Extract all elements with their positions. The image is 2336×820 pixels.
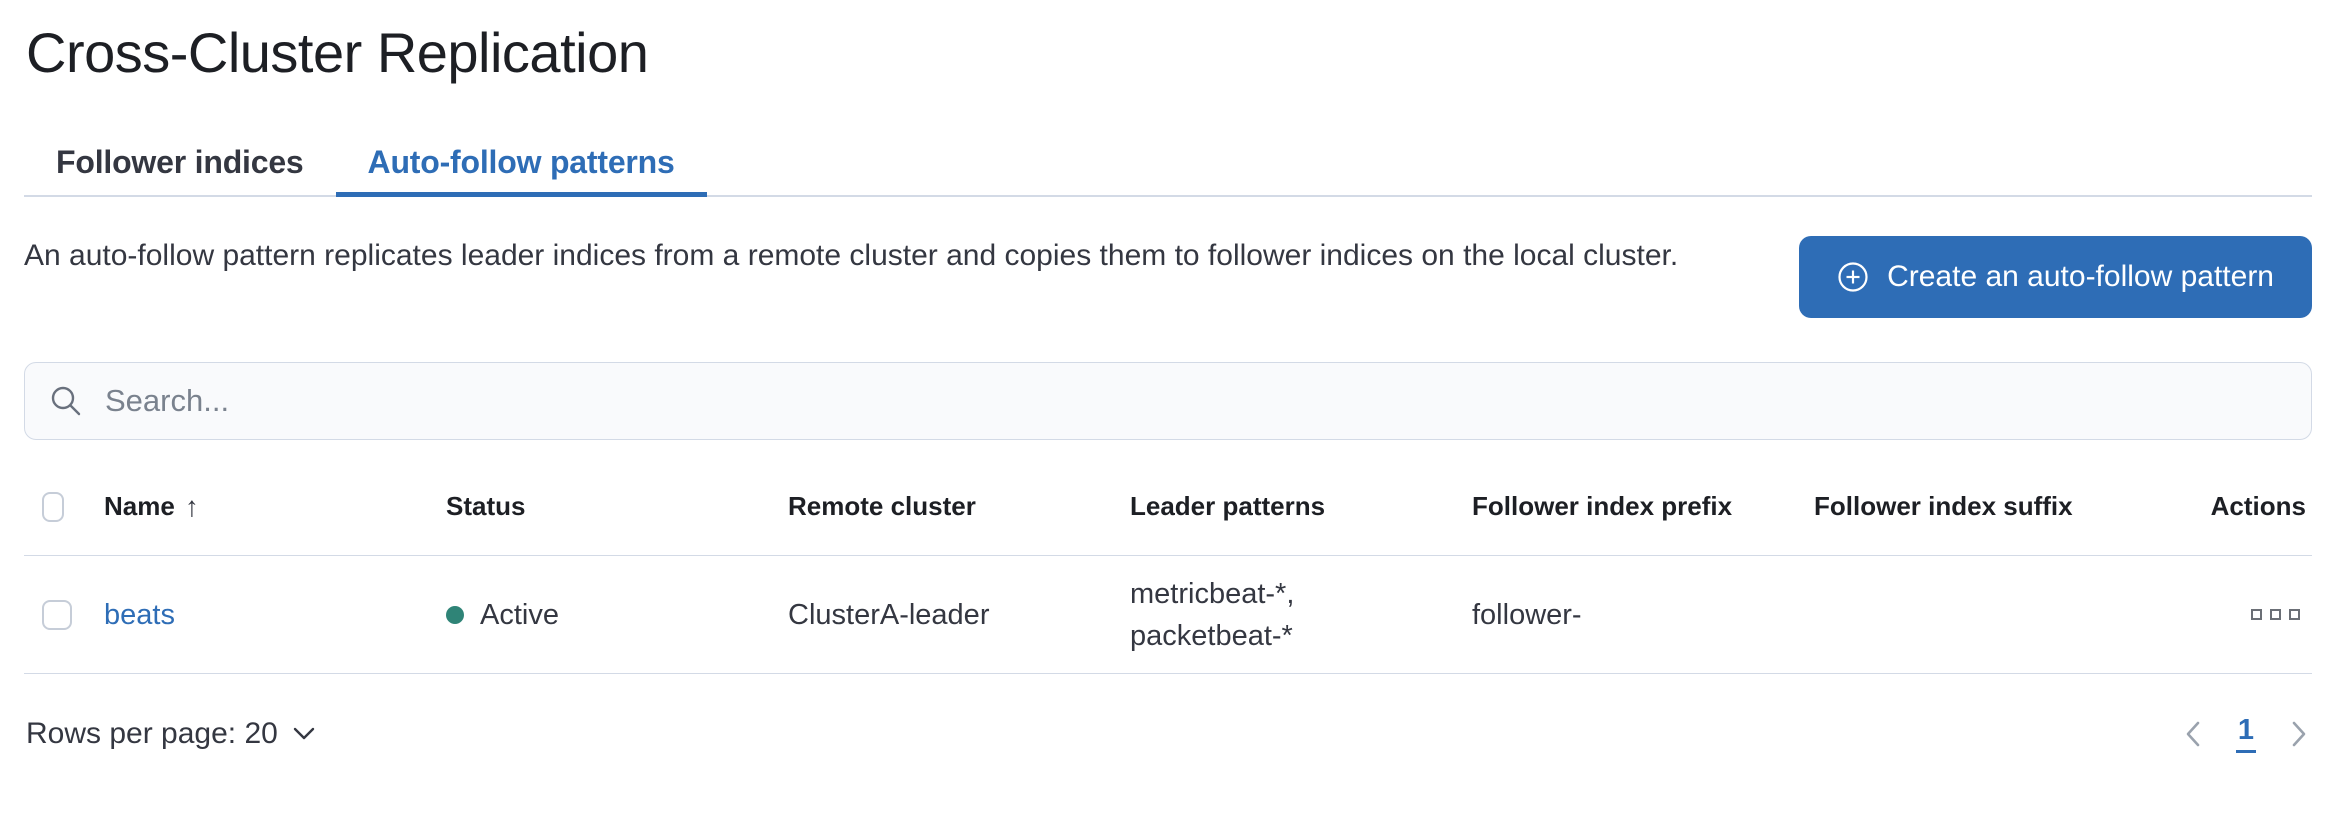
page-description: An auto-follow pattern replicates leader… <box>24 239 1679 272</box>
plus-in-circle-icon <box>1838 262 1868 292</box>
row-checkbox[interactable] <box>42 599 72 630</box>
page-title: Cross-Cluster Replication <box>26 21 649 84</box>
create-button-label: Create an auto-follow pattern <box>1887 260 2274 293</box>
previous-page-button[interactable] <box>2180 716 2206 752</box>
column-header-remote-cluster: Remote cluster <box>788 491 976 521</box>
create-auto-follow-pattern-button[interactable]: Create an auto-follow pattern <box>1799 236 2312 318</box>
intro-section: An auto-follow pattern replicates leader… <box>24 233 2312 318</box>
column-header-follower-index-suffix: Follower index suffix <box>1814 491 2073 521</box>
table-header-row: Name ↑ Status Remote cluster Leader patt… <box>24 458 2312 556</box>
tab-bar: Follower indices Auto-follow patterns <box>24 129 2312 197</box>
remote-cluster-cell: ClusterA-leader <box>788 598 990 631</box>
column-header-name-label: Name <box>104 491 175 521</box>
page-number-button[interactable]: 1 <box>2235 714 2256 753</box>
table-row: beats Active ClusterA-leader metricbeat-… <box>24 556 2312 674</box>
column-header-actions: Actions <box>2210 491 2306 521</box>
rows-per-page-button[interactable]: Rows per page: 20 <box>24 717 316 751</box>
search-icon <box>51 386 81 416</box>
rows-per-page-label: Rows per page: 20 <box>26 716 278 750</box>
chevron-down-icon <box>293 727 315 739</box>
pagination: 1 <box>2180 714 2312 753</box>
column-header-status: Status <box>446 491 526 521</box>
chevron-right-icon <box>2292 721 2306 746</box>
follower-index-prefix-cell: follower- <box>1472 598 1582 631</box>
auto-follow-patterns-table: Name ↑ Status Remote cluster Leader patt… <box>24 458 2312 674</box>
status-cell: Active <box>446 594 788 636</box>
tab-follower-indices[interactable]: Follower indices <box>56 143 304 180</box>
select-all-checkbox[interactable] <box>42 491 64 522</box>
column-header-name[interactable]: Name ↑ <box>104 491 446 523</box>
chevron-left-icon <box>2186 721 2200 746</box>
status-label: Active <box>480 598 559 631</box>
column-header-leader-patterns: Leader patterns <box>1130 491 1326 521</box>
search-input[interactable] <box>105 383 2287 419</box>
tab-auto-follow-patterns[interactable]: Auto-follow patterns <box>335 129 707 197</box>
pattern-name-link[interactable]: beats <box>104 598 175 631</box>
next-page-button[interactable] <box>2286 716 2312 752</box>
column-header-follower-index-prefix: Follower index prefix <box>1472 491 1733 521</box>
row-actions-boxes-horizontal-icon[interactable] <box>2245 603 2306 626</box>
cross-cluster-replication-page: Cross-Cluster Replication Follower indic… <box>0 20 2336 753</box>
search-bar <box>24 362 2312 440</box>
table-footer: Rows per page: 20 1 <box>24 674 2312 753</box>
sort-ascending-icon: ↑ <box>184 490 199 522</box>
leader-patterns-cell: metricbeat-*, packetbeat-* <box>1130 577 1295 652</box>
status-active-dot-icon <box>446 605 464 624</box>
